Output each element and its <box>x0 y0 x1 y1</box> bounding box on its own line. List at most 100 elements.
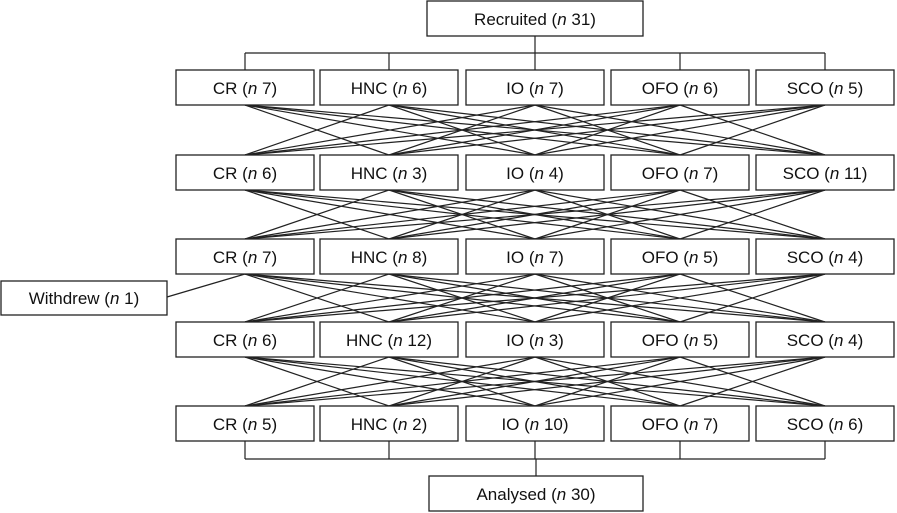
count-value: 6) <box>407 79 427 98</box>
analysed-box: Analysed (n 30) <box>428 475 644 512</box>
row5-hnc-box: HNC (n 2) <box>319 405 459 442</box>
count-value: 7) <box>257 248 277 267</box>
n-symbol: n <box>689 248 698 267</box>
group-label: HNC ( <box>351 79 399 98</box>
recruited-box: Recruited (n 31) <box>426 0 644 37</box>
row5-ofo-text: OFO (n 7) <box>642 415 719 434</box>
row4-cr-text: CR (n 6) <box>213 331 277 350</box>
n-symbol: n <box>530 415 539 434</box>
count-value: 7) <box>698 415 718 434</box>
recruited-text: Recruited (n 31) <box>474 10 596 29</box>
n-symbol: n <box>398 415 407 434</box>
row4-ofo-text: OFO (n 5) <box>642 331 719 350</box>
group-label: OFO ( <box>642 415 690 434</box>
row1-io-box: IO (n 7) <box>465 69 605 106</box>
transition-line <box>388 356 826 407</box>
count-value: 5) <box>698 248 718 267</box>
row2-hnc-box: HNC (n 3) <box>319 154 459 191</box>
group-label: HNC ( <box>351 164 399 183</box>
row4-sco-box: SCO (n 4) <box>755 321 895 358</box>
row2-hnc-text: HNC (n 3) <box>351 164 428 183</box>
group-label: SCO ( <box>783 164 831 183</box>
transition-line <box>534 356 826 407</box>
group-label: HNC ( <box>346 331 394 350</box>
count-value: 5) <box>257 415 277 434</box>
transition-line <box>679 104 826 156</box>
group-label: IO ( <box>506 331 535 350</box>
n-symbol: n <box>689 415 698 434</box>
group-label: IO ( <box>506 248 535 267</box>
recruited-value: 31) <box>567 10 596 29</box>
withdrew-box: Withdrew (n 1) <box>0 280 168 316</box>
group-label: IO ( <box>506 164 535 183</box>
row4-ofo-box: OFO (n 5) <box>610 321 750 358</box>
group-label: OFO ( <box>642 331 690 350</box>
n-symbol: n <box>834 415 843 434</box>
transition-line <box>244 189 826 240</box>
transition-line <box>244 104 826 156</box>
row1-hnc-text: HNC (n 6) <box>351 79 428 98</box>
transition-line <box>244 189 390 240</box>
transition-line <box>388 189 826 240</box>
transition-line <box>244 356 681 407</box>
row2-ofo-box: OFO (n 7) <box>610 154 750 191</box>
treatment-rows: CR (n 7)HNC (n 6)IO (n 7)OFO (n 6)SCO (n… <box>175 69 895 442</box>
n-symbol: n <box>398 248 407 267</box>
group-label: OFO ( <box>642 79 690 98</box>
transition-line <box>679 356 826 407</box>
transition-line <box>534 189 826 240</box>
transition-line <box>679 189 826 240</box>
row2-sco-box: SCO (n 11) <box>755 154 895 191</box>
transition-line <box>388 273 826 323</box>
transition-line <box>244 104 536 156</box>
group-label: CR ( <box>213 79 248 98</box>
row3-hnc-text: HNC (n 8) <box>351 248 428 267</box>
row2-io-box: IO (n 4) <box>465 154 605 191</box>
row1-io-text: IO (n 7) <box>506 79 564 98</box>
n-symbol: n <box>689 79 698 98</box>
analysed-n: n <box>557 485 566 504</box>
row5-io-text: IO (n 10) <box>501 415 568 434</box>
n-symbol: n <box>535 79 544 98</box>
transition-line <box>244 104 390 156</box>
transition-line <box>244 356 826 407</box>
analysed-text: Analysed (n 30) <box>476 485 595 504</box>
count-value: 6) <box>257 331 277 350</box>
count-value: 8) <box>407 248 427 267</box>
count-value: 2) <box>407 415 427 434</box>
count-value: 3) <box>544 331 564 350</box>
row1-sco-text: SCO (n 5) <box>787 79 864 98</box>
count-value: 5) <box>698 331 718 350</box>
count-value: 5) <box>843 79 863 98</box>
transition-line <box>244 104 681 156</box>
row5-cr-text: CR (n 5) <box>213 415 277 434</box>
n-symbol: n <box>689 331 698 350</box>
row1-cr-text: CR (n 7) <box>213 79 277 98</box>
transition-line <box>534 104 826 156</box>
group-label: OFO ( <box>642 248 690 267</box>
group-label: OFO ( <box>642 164 690 183</box>
withdrew-label: Withdrew ( <box>29 289 111 308</box>
row3-hnc-box: HNC (n 8) <box>319 238 459 275</box>
count-value: 4) <box>544 164 564 183</box>
withdrew-text: Withdrew (n 1) <box>29 289 140 308</box>
count-value: 6) <box>843 415 863 434</box>
withdrew-value: 1) <box>119 289 139 308</box>
n-symbol: n <box>248 164 257 183</box>
count-value: 3) <box>407 164 427 183</box>
transition-line <box>244 189 681 240</box>
recruited-label: Recruited ( <box>474 10 557 29</box>
n-symbol: n <box>248 79 257 98</box>
n-symbol: n <box>535 164 544 183</box>
count-value: 11) <box>839 164 867 183</box>
transition-line <box>244 273 826 323</box>
row1-sco-box: SCO (n 5) <box>755 69 895 106</box>
group-label: CR ( <box>213 164 248 183</box>
row2-cr-text: CR (n 6) <box>213 164 277 183</box>
transition-line <box>388 104 826 156</box>
row3-io-box: IO (n 7) <box>465 238 605 275</box>
n-symbol: n <box>834 79 843 98</box>
n-symbol: n <box>248 248 257 267</box>
row2-ofo-text: OFO (n 7) <box>642 164 719 183</box>
